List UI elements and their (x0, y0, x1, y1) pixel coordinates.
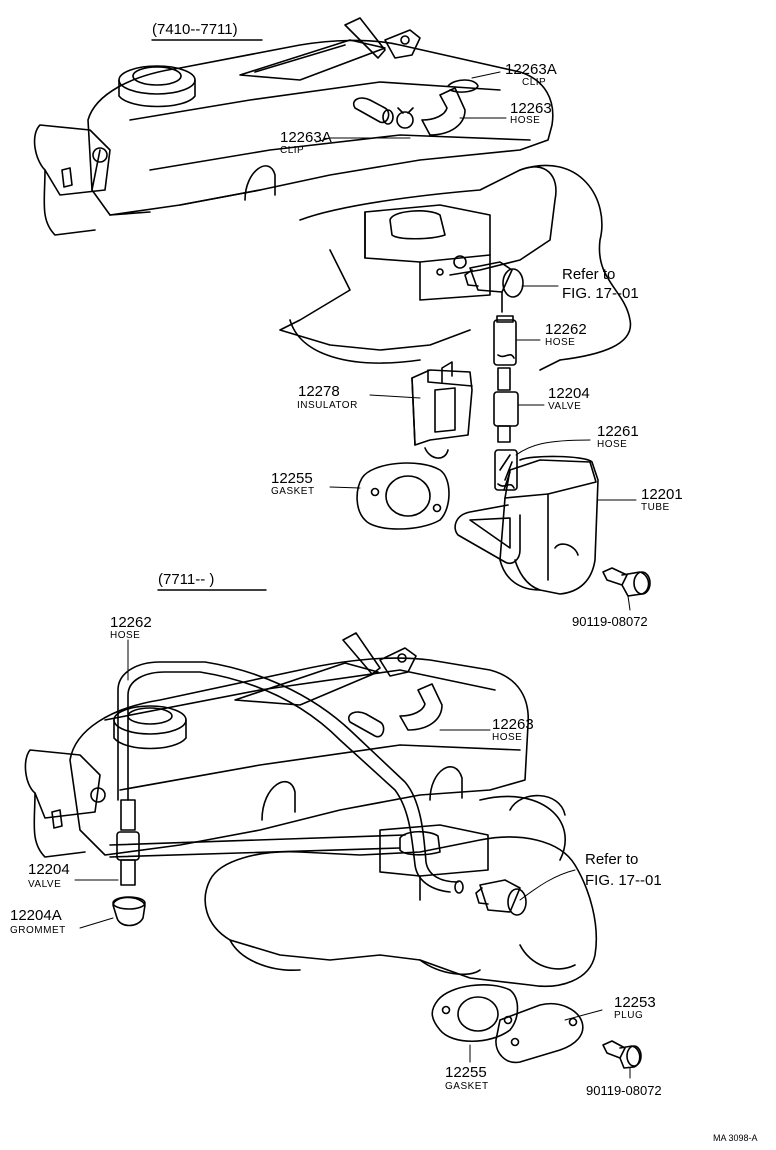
callout-part-number: 90119-08072 (572, 614, 648, 629)
top-tube-12201 (454, 454, 599, 595)
callout-part-name: VALVE (28, 879, 62, 890)
callout-part-name: HOSE (492, 732, 523, 743)
top-insulator (411, 361, 473, 459)
top-pcv-union (464, 261, 524, 313)
callout-part-number: 12201 (641, 486, 683, 503)
callout-part-name: GASKET (271, 486, 315, 497)
bottom-cylinder-head-cover (24, 632, 530, 858)
reference-line2: FIG. 17--01 (562, 285, 639, 302)
top-hoses-valve (396, 79, 519, 491)
callout-part-name: GASKET (445, 1081, 489, 1092)
callout-part-number: 12263 (492, 716, 534, 733)
top-leader-lines (315, 71, 637, 611)
reference-line2: FIG. 17--01 (585, 872, 662, 889)
callout-part-number: 12263A (505, 61, 557, 78)
callout-part-number: 12261 (597, 423, 639, 440)
callout-part-number: 12204 (28, 861, 70, 878)
range-label-top: (7410--7711) (152, 21, 238, 38)
callout-part-number: 12262 (110, 614, 152, 631)
bottom-gasket (431, 984, 519, 1043)
reference-line1: Refer to (585, 851, 639, 868)
callout-part-name: HOSE (510, 115, 541, 126)
top-bolt (602, 567, 651, 597)
callout-part-name: CLIP (280, 145, 305, 156)
callout-part-number: 12255 (445, 1064, 487, 1081)
callout-part-name: HOSE (110, 630, 141, 641)
bottom-intake-manifold (204, 794, 598, 987)
callout-part-name: GROMMET (10, 925, 66, 936)
callout-part-number: 90119-08072 (586, 1083, 662, 1098)
drawing-code: MA 3098-A (713, 1133, 758, 1143)
callout-part-number: 12262 (545, 321, 587, 338)
top-cylinder-head-cover (33, 17, 554, 236)
callout-part-name: INSULATOR (297, 400, 358, 411)
bottom-pcv-union (475, 879, 527, 916)
callout-part-name: VALVE (548, 401, 582, 412)
bottom-pcv-hose (109, 661, 464, 894)
callout-part-name: CLIP (522, 77, 547, 88)
bottom-hose-12263 (399, 683, 443, 731)
bottom-valve-grommet (112, 799, 146, 927)
callout-part-number: 12263 (510, 100, 552, 117)
bottom-plug (495, 1003, 584, 1064)
callout-part-number: 12204 (548, 385, 590, 402)
callout-part-name: HOSE (545, 337, 576, 348)
callout-part-name: HOSE (597, 439, 628, 450)
callout-part-number: 12253 (614, 994, 656, 1011)
callout-part-name: TUBE (641, 502, 670, 513)
bottom-leader-lines (74, 639, 631, 1079)
callout-part-name: PLUG (614, 1010, 644, 1021)
range-label-bottom: (7711-- ) (158, 571, 215, 588)
callout-part-number: 12263A (280, 129, 332, 146)
callout-part-number: 12204A (10, 907, 62, 924)
callout-part-number: 12255 (271, 470, 313, 487)
top-gasket (356, 462, 450, 530)
bottom-bolt (602, 1040, 642, 1069)
reference-line1: Refer to (562, 266, 616, 283)
callout-part-number: 12278 (298, 383, 340, 400)
top-intake-manifold (279, 164, 632, 371)
